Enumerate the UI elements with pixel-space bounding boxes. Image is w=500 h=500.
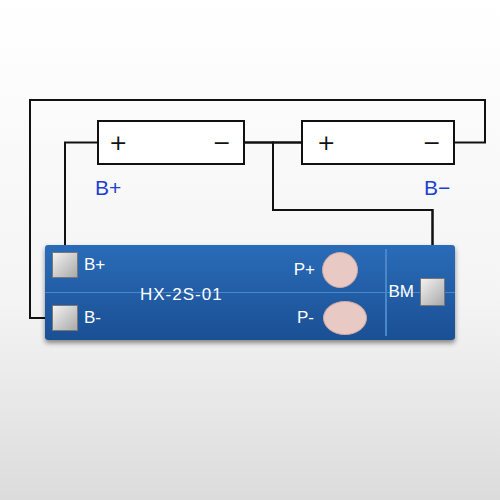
battery-cell: +−	[97, 120, 245, 165]
pad-label: BM	[389, 282, 415, 302]
board-marking: HX-2S-01	[140, 285, 223, 305]
terminal-sign: −	[213, 130, 231, 155]
terminal-sign: −	[423, 130, 441, 155]
pad-label: B+	[84, 255, 105, 275]
solder-pad: P+	[322, 252, 358, 288]
battery-cell: +−	[301, 120, 455, 165]
solder-pad: P-	[323, 301, 367, 335]
solder-pad: BM	[420, 278, 445, 306]
solder-pad: B-	[52, 305, 78, 331]
pad-label: B-	[84, 308, 101, 328]
polarity-label: B+	[95, 176, 121, 200]
protection-board: HX-2S-01 B+ B- P+ P- BM	[45, 245, 455, 340]
terminal-sign: +	[109, 130, 127, 155]
wire	[65, 143, 97, 253]
pad-label: P-	[297, 308, 314, 328]
solder-pad: B+	[52, 252, 78, 278]
polarity-label: B−	[424, 176, 450, 200]
pad-label: P+	[294, 260, 315, 280]
terminal-sign: +	[317, 130, 335, 155]
